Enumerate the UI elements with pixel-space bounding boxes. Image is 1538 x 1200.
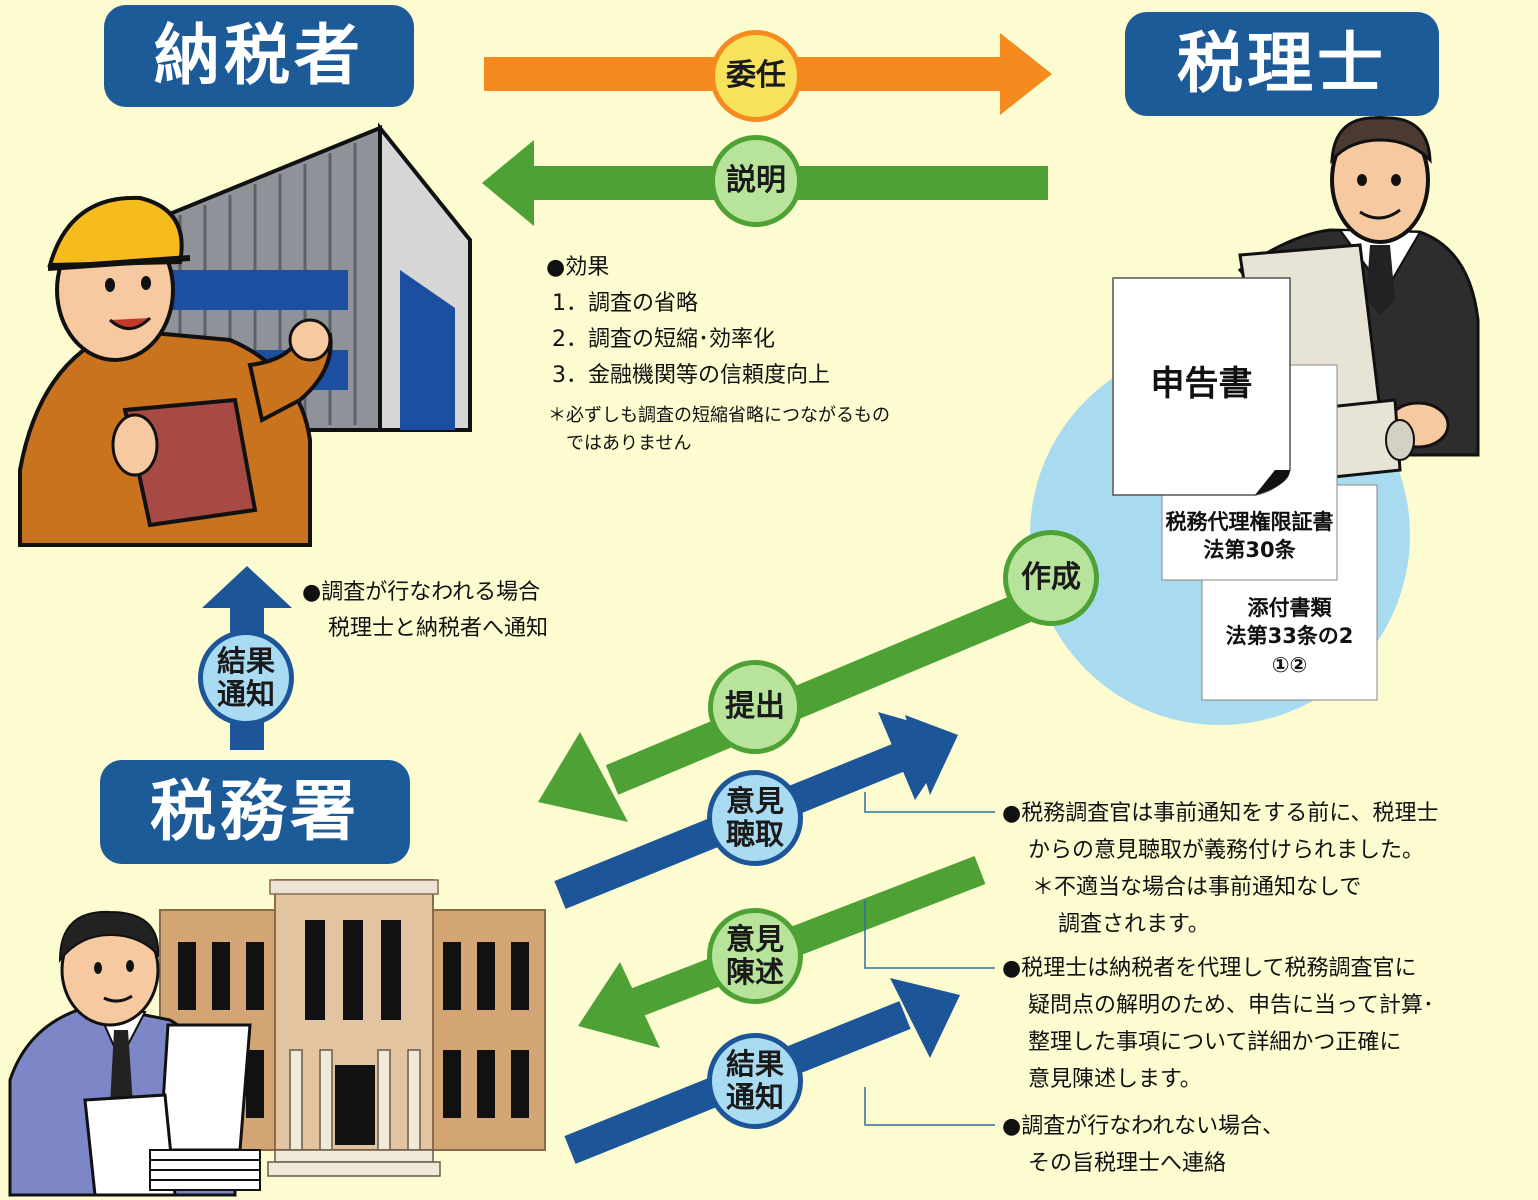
effects-note-line1: ＊必ずしも調査の短縮省略につながるもの (548, 405, 890, 426)
hearing-pill: 意見 聴取 (707, 770, 803, 866)
no-investigation-note-line2: その旨税理士へ連絡 (1028, 1151, 1227, 1176)
tax-officer-icon (8, 910, 261, 1197)
hearing-note-line2: からの意見聴取が義務付けられました。 (1028, 838, 1425, 863)
document-page-curl (1255, 470, 1290, 495)
result-notice-office-pill: 結果 通知 (707, 1033, 803, 1129)
effects-item-1: 1．調査の省略 (552, 291, 698, 316)
tax-office-label: 税務署 (100, 760, 410, 864)
statement-arrow (578, 856, 986, 1048)
result-notice-taxpayer-pill: 結果 通知 (198, 630, 294, 726)
hearing-note-line4: 調査されます。 (1058, 912, 1210, 937)
create-pill: 作成 (1003, 530, 1099, 626)
effects-block: ●効果 1．調査の省略 2．調査の短縮･効率化 3．金融機関等の信頼度向上 (546, 250, 830, 394)
statement-note-line4: 意見陳述します。 (1028, 1067, 1202, 1092)
taxpayer-worker-icon (18, 195, 333, 547)
investigation-notice-line1: ●調査が行なわれる場合 (302, 580, 541, 605)
statement-pill: 意見 陳述 (707, 908, 803, 1004)
submit-pill: 提出 (708, 660, 802, 754)
effects-heading: ●効果 (546, 255, 610, 280)
tax-return-label: 申告書 (1150, 364, 1253, 404)
investigation-notice-line2: 税理士と納税者へ通知 (328, 616, 549, 641)
document-stack (1112, 277, 1378, 701)
hearing-note-line3: ＊不適当な場合は事前通知なしで (1032, 875, 1362, 900)
statement-note-line2: 疑問点の解明のため、申告に当って計算･ (1028, 993, 1434, 1018)
taxpayer-label: 納税者 (104, 5, 414, 107)
hearing-note: ●税務調査官は事前通知をする前に、税理士 からの意見聴取が義務付けられました。 … (1002, 795, 1439, 943)
effects-item-2: 2．調査の短縮･効率化 (552, 327, 775, 352)
effects-note-line2: ではありません (566, 433, 692, 454)
note-connector-lines (864, 792, 995, 1126)
investigation-notice-block: ●調査が行なわれる場合 税理士と納税者へ通知 (302, 575, 548, 647)
statement-note-line3: 整理した事項について詳細かつ正確に (1028, 1030, 1402, 1055)
tax-accountant-label: 税理士 (1125, 12, 1439, 116)
submit-arrow (538, 570, 1085, 822)
statement-note-line1: ●税理士は納税者を代理して税務調査官に (1002, 956, 1417, 981)
entrust-pill: 委任 (710, 30, 802, 122)
power-of-attorney-label: 税務代理権限証書 法第30条 (1165, 510, 1334, 563)
attachments-label: 添付書類 法第33条の2 ①② (1225, 596, 1354, 677)
effects-item-3: 3．金融機関等の信頼度向上 (552, 363, 830, 388)
explain-pill: 説明 (710, 135, 802, 227)
hearing-note-line1: ●税務調査官は事前通知をする前に、税理士 (1002, 801, 1439, 826)
no-investigation-note: ●調査が行なわれない場合、 その旨税理士へ連絡 (1002, 1108, 1284, 1182)
statement-note: ●税理士は納税者を代理して税務調査官に 疑問点の解明のため、申告に当って計算･ … (1002, 950, 1434, 1098)
no-investigation-note-line1: ●調査が行なわれない場合、 (1002, 1114, 1285, 1139)
